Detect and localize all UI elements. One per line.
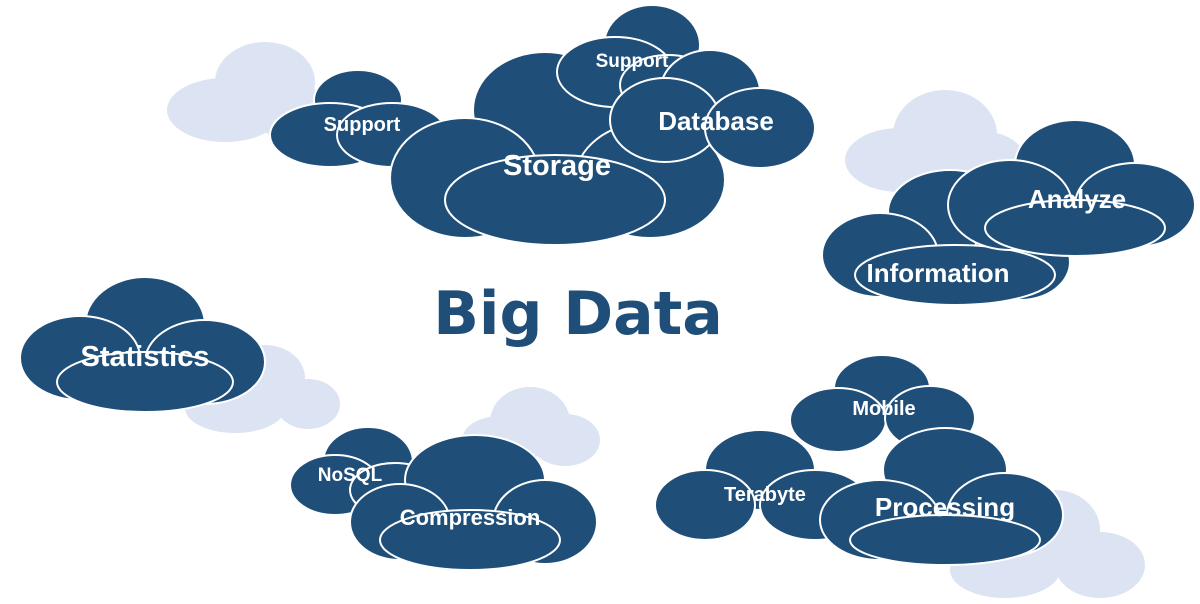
label-support-top: Support bbox=[596, 51, 669, 72]
cloud-compression: Compression bbox=[349, 434, 598, 571]
label-mobile: Mobile bbox=[852, 398, 915, 420]
cloud-analyze: Analyze bbox=[947, 119, 1196, 257]
label-statistics: Statistics bbox=[81, 341, 210, 373]
label-nosql: NoSQL bbox=[318, 465, 383, 486]
label-support-left: Support bbox=[324, 114, 401, 136]
cloud-processing: Processing bbox=[819, 427, 1064, 566]
cloud-database: Database bbox=[609, 49, 816, 169]
label-processing: Processing bbox=[875, 492, 1015, 522]
label-terabyte: Terabyte bbox=[724, 484, 806, 506]
label-storage: Storage bbox=[503, 150, 611, 182]
cloud-terabyte: Terabyte bbox=[654, 429, 871, 541]
label-analyze: Analyze bbox=[1028, 184, 1126, 214]
cloud-statistics: Statistics bbox=[19, 276, 266, 413]
cloud-information: Information bbox=[821, 169, 1071, 306]
diagram-title: Big Data bbox=[433, 279, 723, 349]
label-compression: Compression bbox=[400, 505, 541, 530]
light-clouds bbox=[167, 42, 1145, 598]
light-cloud-left bbox=[185, 345, 340, 433]
label-information: Information bbox=[867, 258, 1010, 288]
label-database: Database bbox=[658, 106, 774, 136]
